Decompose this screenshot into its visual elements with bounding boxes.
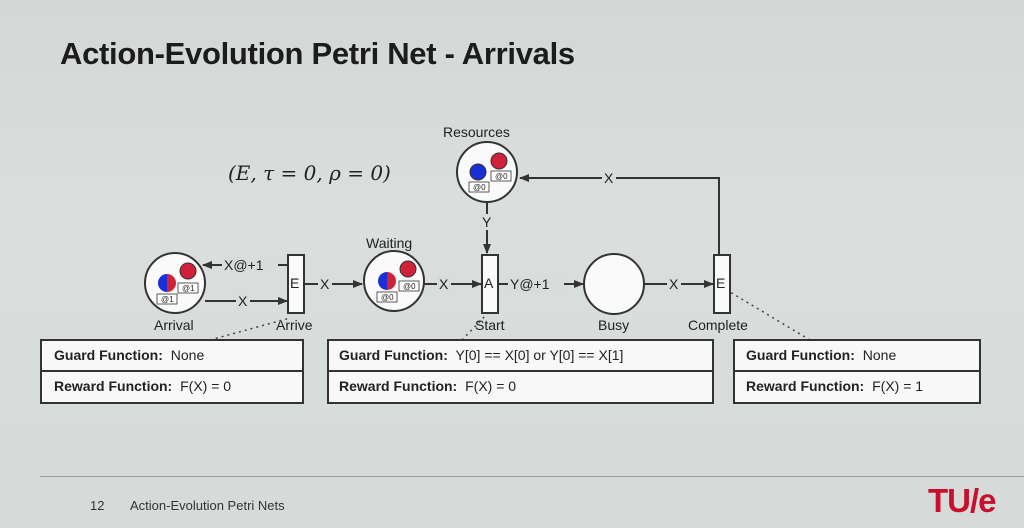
arc-label-resources-to-start: Y	[482, 214, 492, 230]
transition-tag-start: A	[484, 275, 494, 291]
waiting-token-time-1: @0	[381, 293, 394, 302]
arc-label-start-to-busy: Y@+1	[510, 276, 550, 292]
svg-text:Guard Function: None: Guard Function: None	[54, 347, 204, 363]
place-busy	[583, 253, 645, 315]
svg-text:Reward Function: F(X): Reward Function: F(X) = 0	[54, 378, 231, 394]
arrive-reward-label: Reward Function:	[54, 378, 172, 394]
place-label-busy: Busy	[598, 317, 629, 333]
svg-text:Guard Function: Y[0] =: Guard Function: Y[0] == X[0] or Y[0] == …	[339, 347, 623, 363]
transition-label-start: Start	[475, 317, 505, 333]
place-waiting: @0 @0	[363, 250, 425, 312]
slide-title: Action-Evolution Petri Net - Arrivals	[60, 36, 575, 71]
place-label-waiting: Waiting	[366, 235, 412, 251]
place-label-resources: Resources	[443, 124, 510, 140]
petri-net-diagram: (E, τ = 0, ρ = 0) @1 @1 Arrival E Arrive…	[40, 124, 981, 404]
arc-label-arrival-to-arrive: X	[238, 293, 248, 309]
svg-text:Guard Function: None: Guard Function: None	[746, 347, 896, 363]
footer-divider	[40, 476, 1024, 477]
function-box-start: Guard Function: Y[0] == X[0] or Y[0] == …	[327, 339, 714, 404]
start-guard-label: Guard Function:	[339, 347, 448, 363]
complete-reward-value: F(X) = 1	[872, 378, 923, 394]
tue-logo: TU/e	[928, 482, 997, 519]
complete-reward-label: Reward Function:	[746, 378, 864, 394]
resources-token-time-1: @0	[473, 183, 486, 192]
arrival-token-time-1: @1	[161, 295, 174, 304]
connector-start-functions	[461, 313, 488, 341]
transition-label-complete: Complete	[688, 317, 748, 333]
waiting-token-time-2: @0	[403, 282, 416, 291]
transition-label-arrive: Arrive	[276, 317, 313, 333]
start-reward-value: F(X) = 0	[465, 378, 516, 394]
arrive-guard-value: None	[171, 347, 205, 363]
arc-label-busy-to-complete: X	[669, 276, 679, 292]
start-reward-label: Reward Function:	[339, 378, 457, 394]
function-box-complete: Guard Function: None Reward Function: F(…	[733, 339, 981, 404]
arc-label-waiting-to-start: X	[439, 276, 449, 292]
transition-complete	[713, 254, 731, 314]
connector-arrive-functions	[209, 317, 291, 341]
start-guard-value: Y[0] == X[0] or Y[0] == X[1]	[456, 347, 624, 363]
complete-guard-value: None	[863, 347, 897, 363]
arrival-token-time-2: @1	[182, 284, 195, 293]
arc-label-complete-to-resources: X	[604, 170, 614, 186]
arrive-reward-value: F(X) = 0	[180, 378, 231, 394]
transition-tag-complete: E	[716, 275, 725, 291]
transition-tag-arrive: E	[290, 275, 299, 291]
place-label-arrival: Arrival	[154, 317, 194, 333]
place-resources: @0 @0	[456, 141, 518, 203]
arc-label-arrive-to-waiting: X	[320, 276, 330, 292]
svg-text:Reward Function: F(X): Reward Function: F(X) = 1	[746, 378, 923, 394]
resources-token-time-2: @0	[495, 172, 508, 181]
page-number: 12	[90, 498, 105, 513]
place-arrival: @1 @1	[144, 252, 206, 314]
arrive-guard-label: Guard Function:	[54, 347, 163, 363]
footer-title: Action-Evolution Petri Nets	[130, 498, 285, 513]
function-box-arrive: Guard Function: None Reward Function: F(…	[40, 339, 304, 404]
state-label: (E, τ = 0, ρ = 0)	[228, 161, 391, 185]
complete-guard-label: Guard Function:	[746, 347, 855, 363]
arc-complete-to-resources	[519, 174, 720, 255]
arc-label-arrive-to-arrival: X@+1	[224, 257, 264, 273]
svg-text:Reward Function: F(X): Reward Function: F(X) = 0	[339, 378, 516, 394]
